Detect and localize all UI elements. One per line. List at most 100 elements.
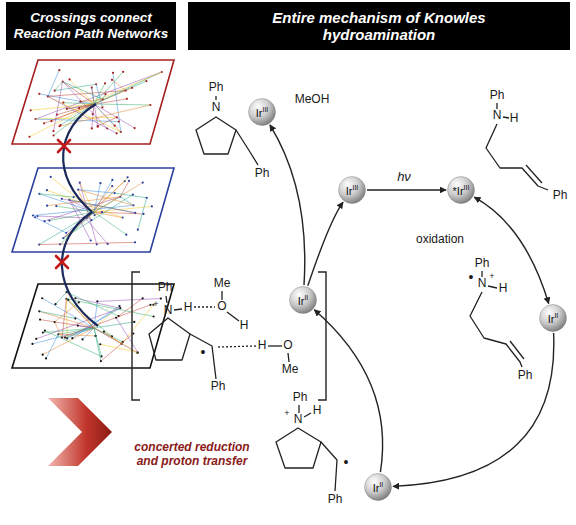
metal-symbol: Ir — [346, 185, 353, 197]
network-dot — [41, 297, 43, 299]
network-dot — [42, 354, 44, 356]
network-dot — [153, 315, 155, 317]
metal-symbol: Ir — [256, 107, 263, 119]
network-edge — [35, 217, 66, 232]
network-edge — [48, 70, 59, 96]
network-edge — [68, 300, 94, 328]
atom-label: H — [258, 339, 267, 353]
network-dot — [134, 241, 136, 243]
atom-label: H — [499, 282, 508, 296]
network-edge — [94, 183, 100, 212]
atom-label: H — [510, 112, 519, 126]
network-dot — [96, 243, 98, 245]
atom-label: Ph — [209, 81, 224, 95]
network-dot — [104, 93, 106, 95]
atom-label: • — [344, 454, 349, 470]
network-dot — [50, 176, 52, 178]
network-dot — [118, 120, 120, 122]
network-edge — [94, 88, 132, 104]
network-dot — [112, 72, 114, 74]
network-edge — [94, 83, 105, 104]
atom-label: Ph — [158, 281, 173, 295]
atom-label: Ph — [490, 89, 505, 103]
network-edge — [94, 177, 128, 212]
network-dot — [73, 196, 75, 198]
network-edge — [70, 79, 94, 104]
network-dot — [34, 216, 36, 218]
oxidation-state: II — [554, 312, 558, 319]
network-dot — [125, 234, 127, 236]
network-edge — [94, 212, 126, 235]
header-text: Entire mechanism of Knowles hydroaminati… — [268, 9, 490, 44]
network-edge — [97, 299, 160, 302]
atom-label: O — [283, 339, 292, 353]
atom-label: N — [294, 413, 303, 427]
atom-label: H — [313, 404, 322, 418]
network-edge — [78, 190, 115, 193]
network-dot — [52, 134, 54, 136]
network-dot — [79, 101, 81, 103]
network-plane — [12, 284, 174, 368]
network-dot — [142, 181, 144, 183]
network-edge — [66, 299, 68, 339]
network-dot — [151, 205, 153, 207]
network-edge — [59, 105, 150, 126]
network-dot — [44, 330, 46, 332]
network-edge — [39, 311, 75, 318]
network-dot — [38, 93, 40, 95]
network-dot — [45, 357, 47, 359]
iridium-sphere: IrIII — [338, 176, 366, 204]
oxidation-state: II — [379, 481, 383, 488]
atom-label: Me — [214, 277, 231, 291]
network-dot — [160, 297, 162, 299]
iridium-sphere: IrII — [289, 286, 317, 314]
network-edge — [69, 200, 90, 241]
network-edge — [46, 334, 58, 358]
network-edge — [96, 84, 102, 107]
network-dot — [116, 132, 118, 134]
network-dot — [46, 189, 48, 191]
atom-label: H — [240, 319, 249, 333]
network-edge — [56, 292, 67, 304]
chevron-arrow — [48, 398, 112, 466]
header-bar: Entire mechanism of Knowles hydroaminati… — [188, 2, 570, 50]
network-dot — [91, 127, 93, 129]
network-edge — [33, 205, 133, 215]
reaction-arrow — [314, 310, 382, 472]
arrow-label: oxidation — [414, 233, 466, 247]
network-edge — [94, 328, 138, 353]
network-dot — [126, 176, 128, 178]
atom-label: Ph — [475, 257, 490, 271]
atom-label: + — [489, 271, 494, 281]
atom-label: Ph — [553, 189, 568, 203]
network-edge — [39, 194, 94, 212]
network-dot — [101, 211, 103, 213]
metal-symbol: Ir — [298, 295, 305, 307]
network-dot — [46, 205, 48, 207]
atom-label: • — [469, 269, 474, 285]
network-edge — [94, 328, 101, 361]
metal-symbol: Ir — [548, 313, 555, 325]
network-dot — [71, 337, 73, 339]
atom-label: O — [217, 300, 226, 314]
network-edge — [94, 72, 162, 104]
network-dot — [111, 79, 113, 81]
crossing-curve — [63, 104, 96, 212]
network-dot — [126, 98, 128, 100]
network-edge — [67, 99, 127, 109]
molecule-bonds — [149, 96, 548, 491]
network-edge — [48, 91, 126, 97]
network-dot — [50, 120, 52, 122]
network-dot — [134, 127, 136, 129]
network-edge — [55, 302, 79, 322]
atom-label: Ph — [328, 493, 343, 507]
atom-label: N — [164, 304, 173, 318]
network-dot — [97, 126, 99, 128]
network-dot — [104, 82, 106, 84]
network-dot — [111, 179, 113, 181]
network-dot — [145, 80, 147, 82]
network-dot — [103, 330, 105, 332]
atom-label: + — [284, 408, 289, 418]
